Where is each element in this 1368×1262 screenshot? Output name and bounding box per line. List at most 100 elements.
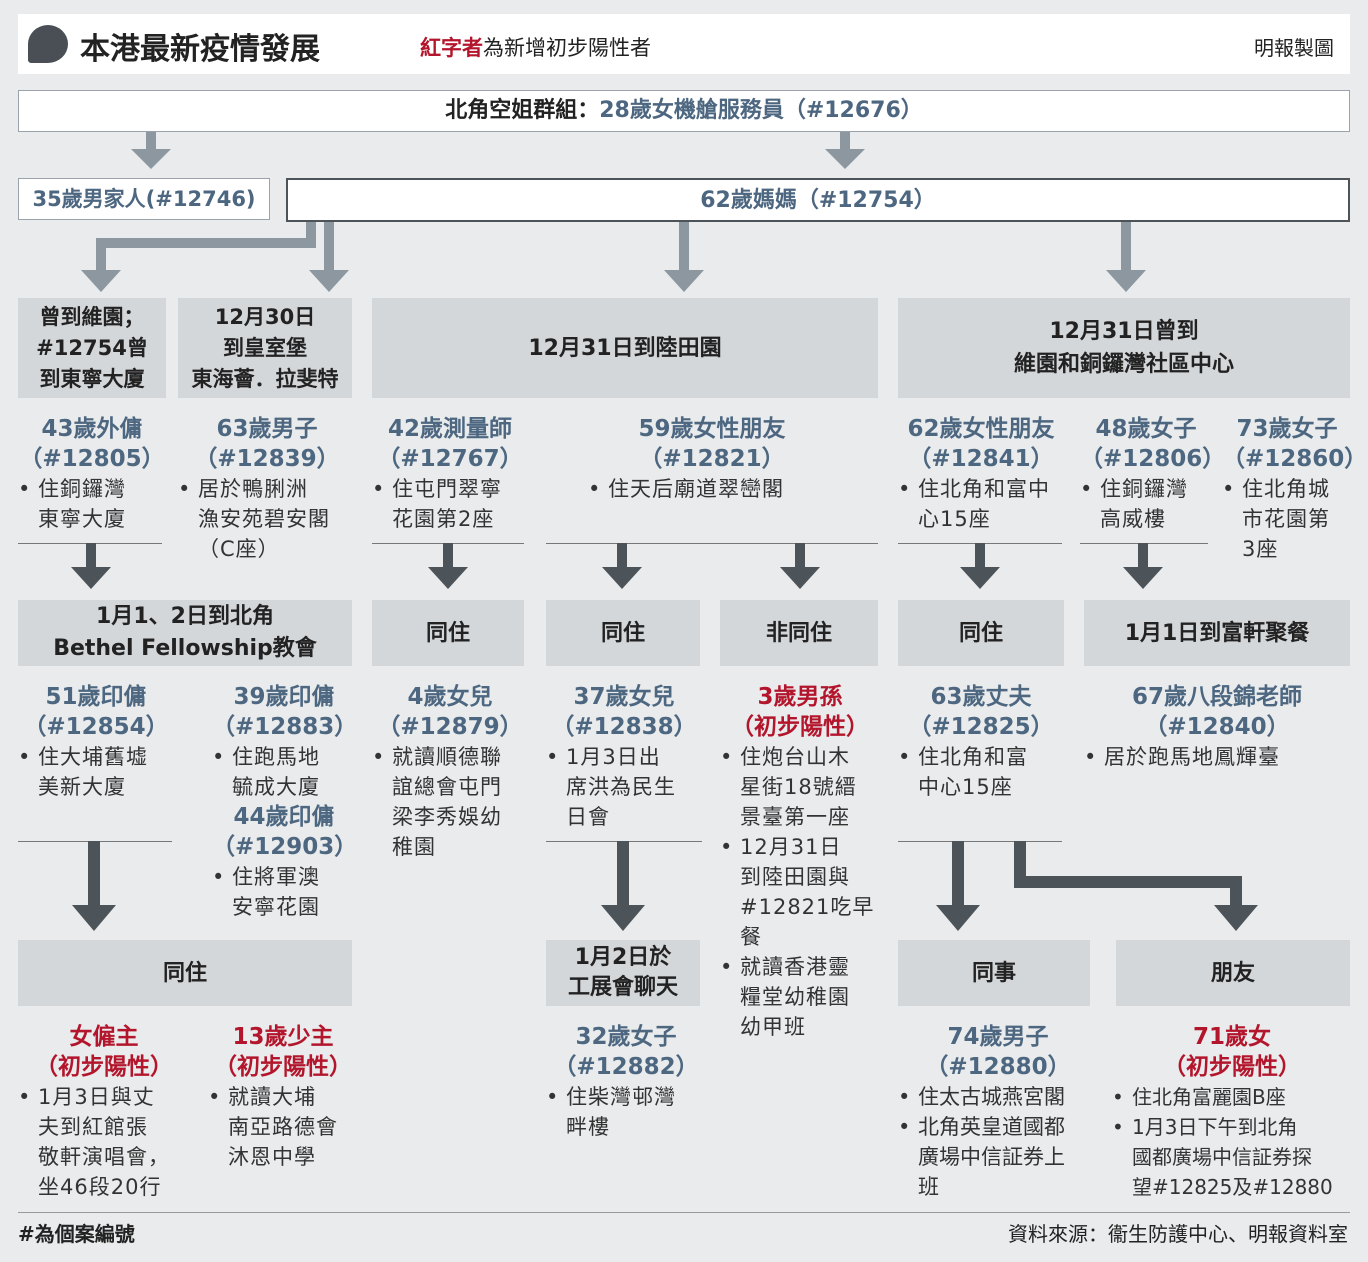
case-name: 59歲女性朋友 [638,416,786,442]
arrow-head [309,270,349,292]
case-card-new: 3歲男孫 （初步陽性） 住炮台山木 星街18號縉 景臺第一座 12月31日 到陸… [720,682,880,1042]
arrow-shaft [146,132,156,150]
case-name: 37歲女兒 [573,684,675,710]
case-id: （#12825） [908,714,1054,740]
case-detail: 住北角富麗園B座 [1112,1082,1352,1112]
index-case: 28歲女機艙服務員（#12676） [599,98,923,123]
group-community-centre: 12月31日曾到 維園和銅鑼灣社區中心 [898,298,1350,398]
case-name: 63歲男子 [216,416,318,442]
dinner-box: 1月1日到富軒聚餐 [1084,600,1350,666]
footnote: #為個案編號 [18,1222,135,1246]
arrow-head [1106,270,1146,292]
arrow-shaft [952,841,964,907]
case-name: 62歲女性朋友 [907,416,1055,442]
footer-divider [18,1212,1350,1213]
case-detail: 住北角和富中 心15座 [898,474,1064,534]
case-card: 37歲女兒 （#12838） 1月3日出 席洪為民生 日會 [546,682,702,832]
case-detail: 住炮台山木 星街18號縉 景臺第一座 [720,742,880,832]
case-name: 44歲印傭 [233,804,335,830]
case-name: 42歲測量師 [387,416,512,442]
case-name: 71歲女 [1192,1024,1271,1050]
case-detail: 1月3日與丈 夫到紅館張 敬軒演唱會， 坐46段20行 [18,1082,190,1202]
connector [96,238,106,272]
case-id: （#12767） [377,446,523,472]
not-live-together-box: 非同住 [720,600,878,666]
arrow-head [1214,905,1258,931]
case-id: （#12840） [1144,714,1290,740]
arrow-shaft [975,543,985,569]
case-card: 67歲八段錦老師 （#12840） 居於跑馬地鳳輝臺 [1084,682,1350,772]
arrow-shaft [840,132,850,150]
cluster-box: 北角空姐群組：28歲女機艙服務員（#12676） [18,90,1350,132]
case-id: （#12806） [1080,446,1226,472]
case-id: （#12839） [194,446,340,472]
case-name: 13歲少主 [232,1024,334,1050]
live-together-box: 同住 [898,600,1064,666]
speech-bubble-icon [28,25,68,63]
arrow-shaft [617,841,629,907]
case-detail: 住北角和富 中心15座 [898,742,1064,802]
group-victoria-park: 曾到維園； #12754曾 到東寧大廈 [18,298,166,398]
case-detail: 就讀香港靈 糧堂幼稚園 幼甲班 [720,952,880,1042]
case-id: （#12841） [908,446,1054,472]
case-card: 4歲女兒 （#12879） 就讀順德聯 誼總會屯門 梁李秀娛幼 稚園 [372,682,528,862]
case-status: （初步陽性） [1163,1054,1301,1080]
case-detail: 住北角城 市花園第 3座 [1222,474,1352,564]
connector [1014,841,1026,887]
case-id: （#12882） [553,1054,699,1080]
case-card-new: 71歲女 （初步陽性） 住北角富麗園B座 1月3日下午到北角 國都廣場中信証券探… [1112,1022,1352,1202]
case-detail: 住跑馬地 毓成大廈 [212,742,356,802]
case-card: 63歲丈夫 （#12825） 住北角和富 中心15座 [898,682,1064,802]
case-id: （#12880） [925,1054,1071,1080]
group-windsor-house: 12月30日 到皇室堡 東海薈．拉斐特 [178,298,352,398]
arrow-shaft [617,543,627,569]
connector [306,222,316,246]
arrow-head [72,905,116,931]
arrow-head [664,270,704,292]
case-detail: 就讀大埔 南亞路德會 沐恩中學 [208,1082,358,1172]
case-name: 73歲女子 [1236,416,1338,442]
connector [679,222,689,270]
church-box: 1月1、2日到北角 Bethel Fellowship教會 [18,600,352,666]
cluster-label: 北角空姐群組： [445,98,600,123]
case-id: （#12879） [377,714,523,740]
case-card: 43歲外傭 （#12805） 住銅鑼灣 東寧大廈 [18,414,166,534]
case-detail: 住銅鑼灣 東寧大廈 [18,474,166,534]
legend-rest-text: 為新增初步陽性者 [483,36,651,60]
case-name: 74歲男子 [947,1024,1049,1050]
case-id: （#12883） [212,714,358,740]
mother-box: 62歲媽媽（#12754） [286,178,1350,222]
case-name: 39歲印傭 [233,684,335,710]
case-detail: 住天后廟道翠巒閣 [546,474,878,504]
case-card: 74歲男子 （#12880） 住太古城燕宮閣 北角英皇道國都 廣場中信証券上 班 [898,1022,1098,1202]
case-detail: 12月31日 到陸田園與 #12821吃早 餐 [720,832,880,952]
expo-chat-box: 1月2日於 工展會聊天 [546,940,700,1006]
source-note: 資料來源：衞生防護中心、明報資料室 [1008,1222,1348,1246]
case-name: 32歲女子 [575,1024,677,1050]
arrow-shaft [443,543,453,569]
case-card: 73歲女子 （#12860） 住北角城 市花園第 3座 [1222,414,1368,564]
live-together-box: 同住 [18,940,352,1006]
family-member-box: 35歲男家人(#12746) [18,178,270,220]
header-bar: 本港最新疫情發展 紅字者為新增初步陽性者 明報製圖 [18,14,1350,74]
arrow-head [825,149,865,169]
case-card: 32歲女子 （#12882） 住柴灣邨灣 畔樓 [546,1022,706,1142]
arrow-head [936,905,980,931]
case-id: （#12860） [1222,446,1368,472]
case-id: （#12903） [212,834,358,860]
arrow-head [1123,567,1163,589]
case-name: 51歲印傭 [45,684,147,710]
case-detail: 居於跑馬地鳳輝臺 [1084,742,1350,772]
case-card: 59歲女性朋友 （#12821） 住天后廟道翠巒閣 [546,414,878,504]
case-name: 67歲八段錦老師 [1131,684,1302,710]
arrow-shaft [1138,543,1148,569]
legend: 紅字者為新增初步陽性者 [420,32,651,62]
arrow-head [602,567,642,589]
live-together-box: 同住 [546,600,700,666]
case-detail: 1月3日下午到北角 國都廣場中信証券探 望#12825及#12880 [1112,1112,1352,1202]
case-card-new: 13歲少主 （初步陽性） 就讀大埔 南亞路德會 沐恩中學 [208,1022,358,1172]
connector [324,222,334,270]
case-card: 48歲女子 （#12806） 住銅鑼灣 高威樓 [1080,414,1226,534]
arrow-head [71,567,111,589]
case-id: （#12805） [19,446,165,472]
